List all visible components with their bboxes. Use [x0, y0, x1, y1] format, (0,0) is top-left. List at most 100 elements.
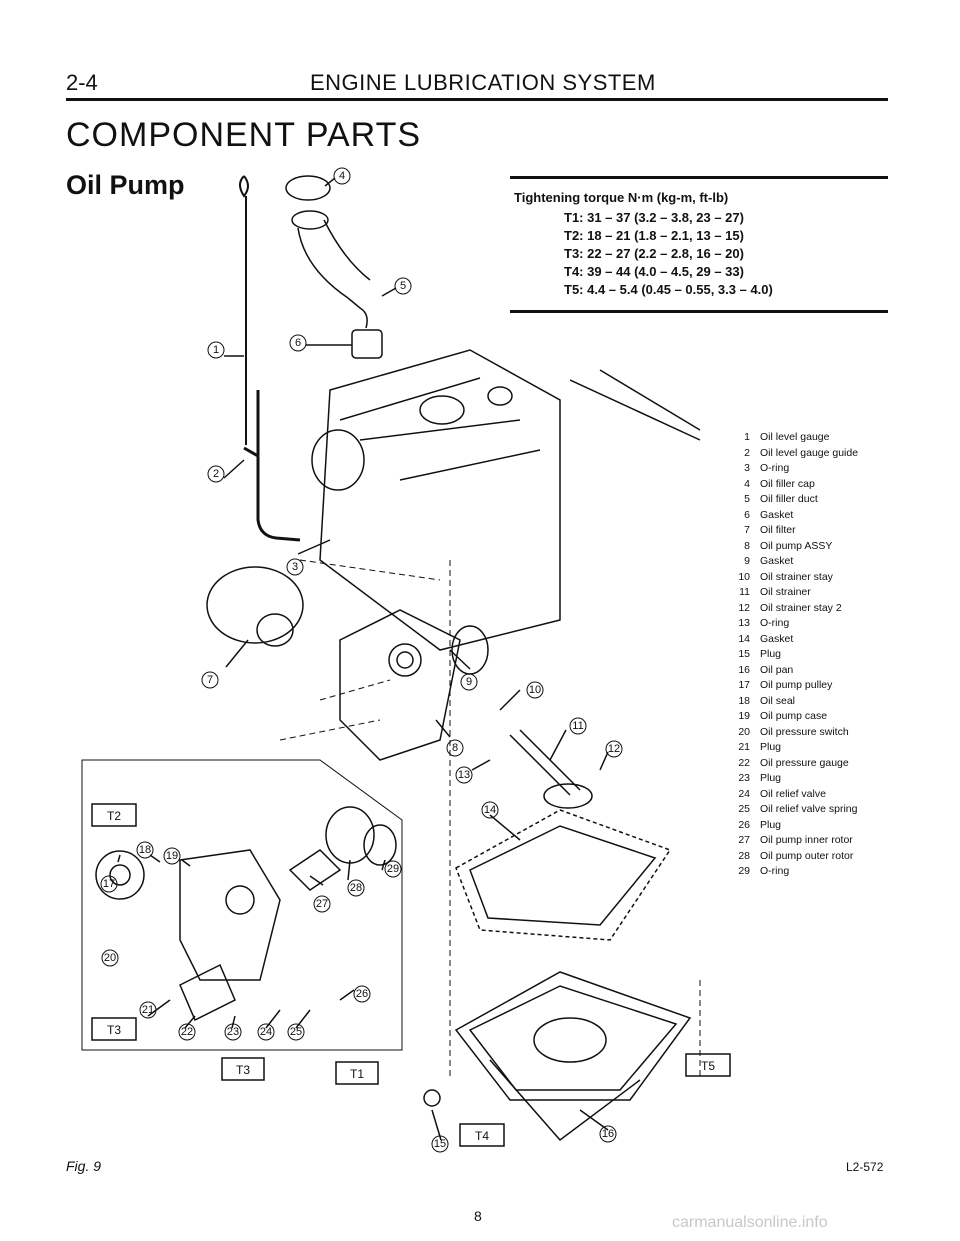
legend-label: Oil pump pulley [760, 679, 833, 691]
legend-item: 13 O-ring [728, 617, 908, 633]
legend-number: 24 [738, 787, 750, 800]
torque-heading: Tightening torque N·m (kg-m, ft-lb) [514, 190, 729, 205]
tag-t3-left: T3 [107, 1023, 121, 1037]
oil-pressure-gauge-shape [179, 963, 236, 1022]
callout-4: 4 [339, 170, 345, 182]
torque-row-t3: T3: 22 – 27 (2.2 – 2.8, 16 – 20) [564, 246, 744, 261]
footer-page-number: 8 [474, 1208, 482, 1224]
legend-label: O-ring [760, 617, 790, 629]
callout-13: 13 [458, 769, 470, 781]
callout-27: 27 [316, 898, 328, 910]
legend-number: 18 [738, 694, 750, 707]
header-rule [66, 98, 888, 101]
callout-9: 9 [466, 676, 472, 688]
drain-plug-shape [423, 1089, 441, 1107]
legend-label: Oil pressure gauge [760, 756, 849, 769]
torque-rule-top [510, 176, 888, 179]
torque-row-t4: T4: 39 – 44 (4.0 – 4.5, 29 – 33) [564, 264, 744, 279]
callout-20: 20 [104, 952, 116, 964]
callout-17: 17 [103, 878, 115, 890]
callout-22: 22 [181, 1026, 193, 1038]
legend-number: 8 [744, 539, 750, 552]
reference-code: L2-572 [846, 1160, 884, 1174]
legend-label: Gasket [760, 555, 794, 567]
tag-t3-left-frame [91, 1017, 137, 1041]
legend-number: 1 [744, 431, 750, 443]
tag-t5-frame [685, 1053, 731, 1077]
oil-pump-assy-shape [339, 609, 461, 761]
callout-16: 16 [602, 1128, 614, 1140]
torque-rule-bottom [510, 310, 888, 313]
legend-label: O-ring [760, 865, 790, 877]
callout-1: 1 [213, 344, 219, 356]
oil-strainer-shape [543, 783, 593, 809]
callout-5: 5 [400, 280, 406, 292]
oil-level-gauge-shape [239, 175, 249, 445]
legend-label: Gasket [760, 632, 794, 645]
oil-pan-shape [454, 971, 692, 1101]
legend-number: 28 [738, 849, 750, 862]
inset-frame [81, 759, 403, 1051]
legend-number: 12 [738, 601, 750, 614]
legend-number: 10 [738, 570, 750, 583]
legend-item: 28 Oil pump outer rotor [728, 850, 908, 866]
callout-2: 2 [213, 468, 219, 480]
legend-item: 22 Oil pressure gauge [728, 757, 908, 773]
oil-pump-case-shape [179, 849, 281, 981]
oil-filler-cap-shape [285, 175, 331, 201]
callout-25: 25 [290, 1026, 302, 1038]
legend-label: Plug [760, 772, 782, 784]
watermark: carmanualsonline.info [672, 1214, 828, 1231]
legend-label: Oil strainer [760, 586, 811, 598]
legend-label: O-ring [760, 462, 790, 474]
chapter-title: ENGINE LUBRICATION SYSTEM [310, 70, 656, 95]
legend-label: Oil pump outer rotor [760, 849, 854, 862]
tag-t2-frame [91, 803, 137, 827]
tag-t3-bottom-frame [221, 1057, 265, 1081]
tag-t1: T1 [350, 1067, 364, 1081]
legend-item: 14 Gasket [728, 633, 908, 649]
subsection-title: Oil Pump [66, 170, 185, 200]
oil-level-gauge-guide-shape [243, 390, 301, 542]
callout-6: 6 [295, 337, 301, 349]
legend-number: 14 [738, 632, 750, 645]
legend-label: Oil seal [760, 694, 796, 707]
oil-pump-pulley-shape [95, 850, 145, 900]
legend-number: 22 [738, 756, 750, 769]
legend-number: 19 [738, 710, 750, 722]
tag-t5: T5 [701, 1059, 715, 1073]
callout-11: 11 [572, 720, 583, 732]
legend-label: Oil pressure switch [760, 725, 849, 738]
legend-number: 13 [738, 617, 750, 629]
callout-26: 26 [356, 988, 368, 1000]
legend-label: Oil relief valve spring [760, 803, 858, 815]
legend-number: 9 [744, 555, 750, 567]
figure-label: Fig. 9 [66, 1158, 102, 1174]
section-title: COMPONENT PARTS [66, 116, 422, 154]
legend-number: 27 [738, 834, 750, 846]
legend-label: Oil filler duct [760, 493, 818, 505]
inner-rotor-shape [288, 849, 342, 891]
legend-label: Oil strainer stay 2 [760, 601, 842, 614]
gasket-shape [351, 329, 383, 359]
legend-number: 26 [738, 818, 750, 831]
tag-t2: T2 [107, 809, 121, 823]
callout-18: 18 [139, 844, 151, 856]
torque-tags [91, 803, 731, 1147]
callout-24: 24 [260, 1026, 272, 1038]
callout-7: 7 [207, 674, 213, 686]
legend-number: 21 [738, 741, 750, 753]
legend-label: Oil pump case [760, 710, 828, 722]
legend-number: 2 [744, 446, 750, 459]
oil-pan-gasket-shape [455, 809, 672, 941]
